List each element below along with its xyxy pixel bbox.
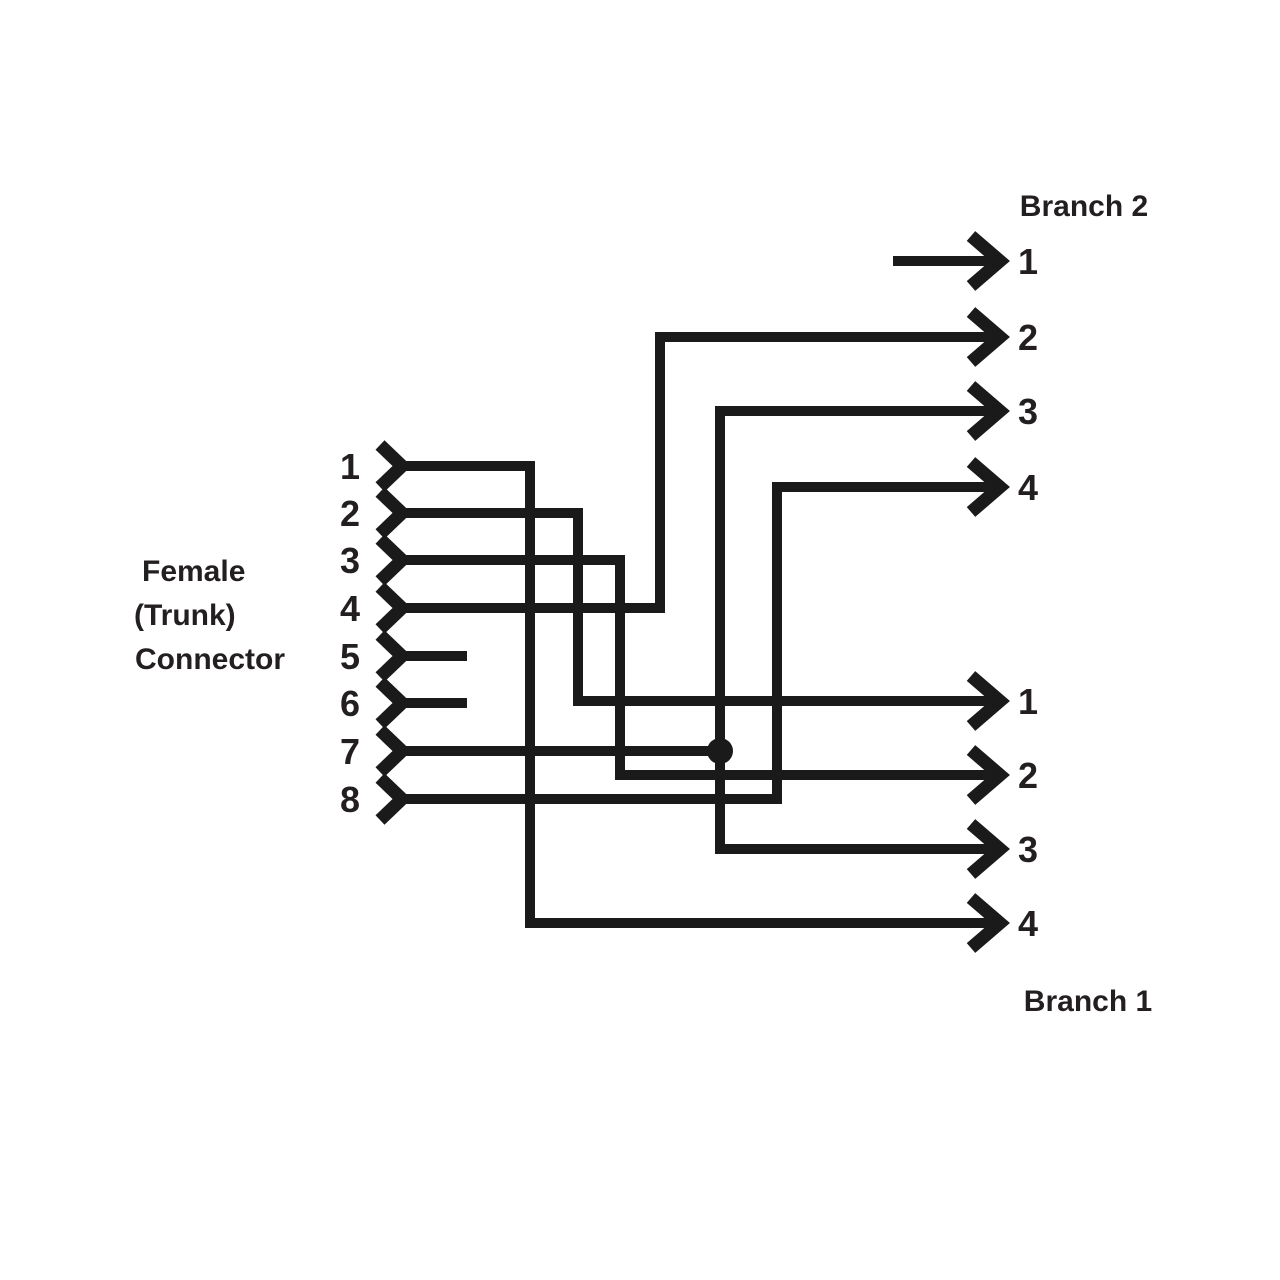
- trunk-pin-3-chevron: [375, 534, 412, 586]
- branch1-pin-2-number: 2: [1018, 755, 1038, 796]
- wire-junction-to-branch2-pin-3: [715, 406, 993, 751]
- branch1-pin-1-number: 1: [1018, 681, 1038, 722]
- wire-junction-to-branch1-pin-3: [715, 751, 993, 854]
- trunk-pin-2-chevron: [375, 487, 412, 539]
- trunk-pin-7-chevron: [375, 725, 412, 777]
- branch2-pin-4-number: 4: [1018, 467, 1038, 508]
- trunk-pin-4-number: 4: [340, 588, 360, 629]
- trunk-pin-6-chevron: [375, 677, 412, 729]
- trunk-connector-label-line-2: (Trunk): [134, 599, 236, 632]
- wire-trunk-pin-3-to-branch1-pin-2-arrowhead: [966, 745, 1010, 805]
- trunk-pin-8-chevron: [375, 773, 412, 825]
- trunk-connector-label-line-3: Connector: [135, 643, 285, 676]
- branch2-pin-2-number: 2: [1018, 317, 1038, 358]
- wire-trunk-pin-2-to-branch1-pin-1-arrowhead: [966, 671, 1010, 731]
- branch2-label: Branch 2: [1020, 190, 1148, 223]
- trunk-pin-2-number: 2: [340, 493, 360, 534]
- wire-trunk-pin-1-to-branch1-pin-4-arrowhead: [966, 893, 1010, 953]
- trunk-connector-label-line-1: Female: [142, 555, 245, 588]
- trunk-pin-5-chevron: [375, 630, 412, 682]
- trunk-pin-8-number: 8: [340, 779, 360, 820]
- wire-branch2-pin-1-lead-arrowhead: [966, 231, 1010, 291]
- wire-trunk-pin-4-to-branch2-pin-2-arrowhead: [966, 307, 1010, 367]
- branch2-pin-3-number: 3: [1018, 391, 1038, 432]
- junction-dot: [707, 738, 733, 764]
- trunk-pin-1-number: 1: [340, 446, 360, 487]
- wire-layer: 1 2 3 4 5 6 7 8 1 2 3 4 1 2 3 4: [340, 231, 1038, 953]
- trunk-pin-3-number: 3: [340, 540, 360, 581]
- trunk-pin-4-chevron: [375, 582, 412, 634]
- wire-junction-to-branch1-pin-3-arrowhead: [966, 819, 1010, 879]
- branch1-label: Branch 1: [1024, 985, 1152, 1018]
- wire-trunk-pin-8-to-branch2-pin-4: [402, 482, 993, 804]
- branch1-pin-3-number: 3: [1018, 829, 1038, 870]
- branch1-pin-4-number: 4: [1018, 903, 1038, 944]
- trunk-pin-5-number: 5: [340, 636, 360, 677]
- wire-trunk-pin-8-to-branch2-pin-4-arrowhead: [966, 457, 1010, 517]
- trunk-pin-7-number: 7: [340, 731, 360, 772]
- wire-trunk-pin-1-to-branch1-pin-4: [402, 461, 993, 928]
- branch2-pin-1-number: 1: [1018, 241, 1038, 282]
- wire-trunk-pin-3-to-branch1-pin-2: [402, 555, 993, 780]
- wire-trunk-pin-4-to-branch2-pin-2: [402, 332, 993, 613]
- wire-junction-to-branch2-pin-3-arrowhead: [966, 381, 1010, 441]
- trunk-pin-6-number: 6: [340, 683, 360, 724]
- trunk-pin-1-chevron: [375, 440, 412, 492]
